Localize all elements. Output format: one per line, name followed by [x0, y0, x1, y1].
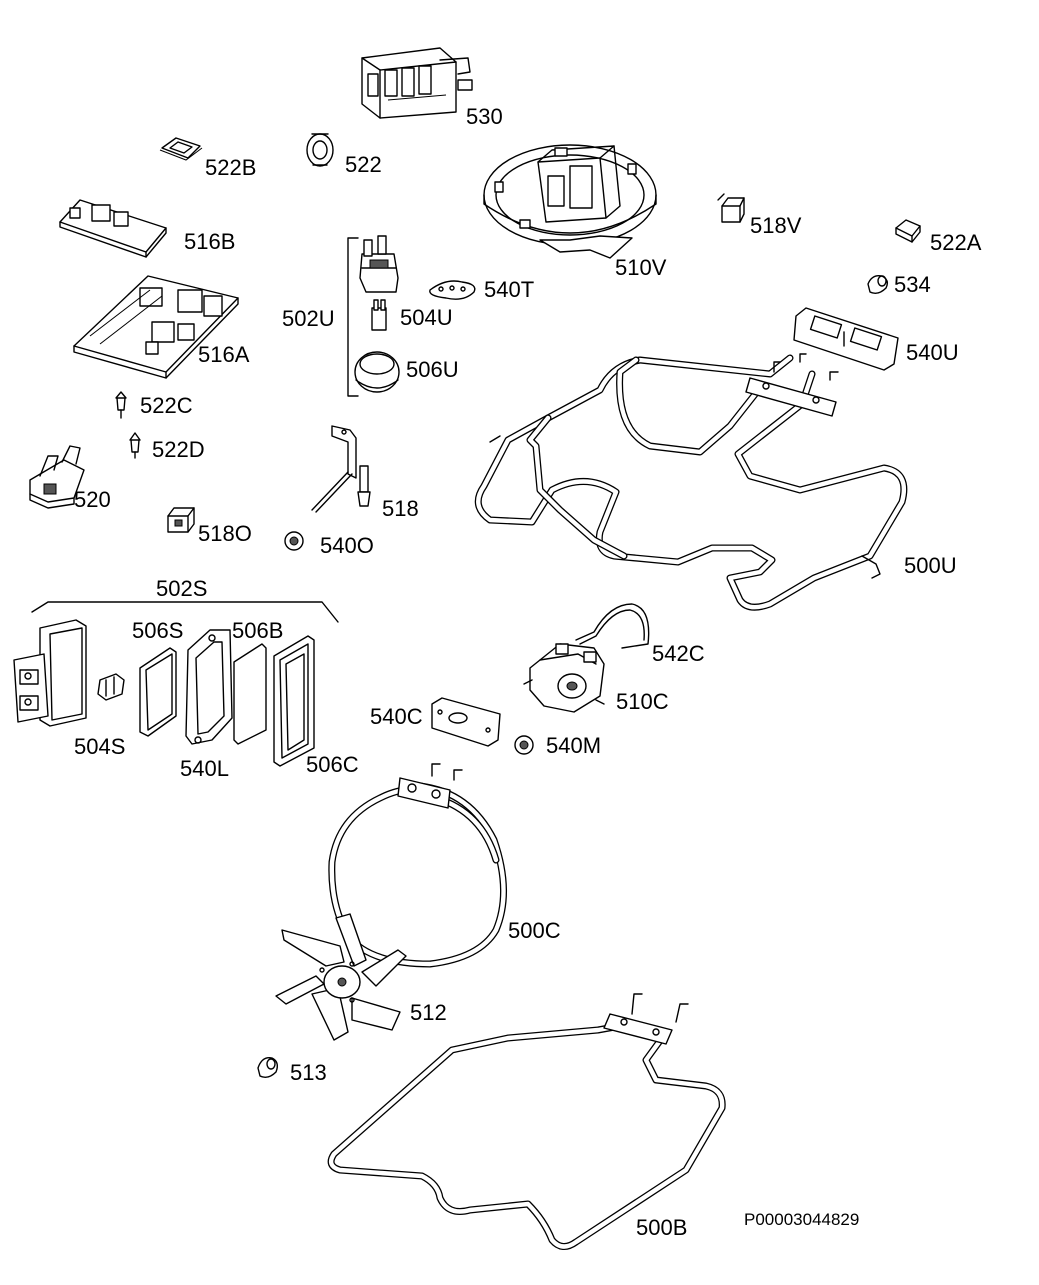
- part-522A-connector: [895, 219, 921, 243]
- label-540L: 540L: [180, 756, 229, 781]
- label-518: 518: [382, 496, 419, 521]
- label-506S: 506S: [132, 618, 183, 643]
- part-506C-cover: [273, 635, 315, 767]
- label-500B: 500B: [636, 1215, 687, 1240]
- label-530: 530: [466, 104, 503, 129]
- label-522A: 522A: [930, 230, 982, 255]
- label-502U: 502U: [282, 306, 335, 331]
- label-512: 512: [410, 1000, 447, 1025]
- part-506B-glass: [233, 643, 267, 745]
- part-500B-bottom-heating-element: [327, 993, 726, 1250]
- part-522B-chip: [159, 137, 203, 161]
- label-522D: 522D: [152, 437, 205, 462]
- label-540T: 540T: [484, 277, 534, 302]
- part-540O-washer: [284, 531, 304, 551]
- part-540L-gasket: [185, 629, 233, 745]
- part-502U-lamp-holder: [359, 235, 399, 293]
- label-513: 513: [290, 1060, 327, 1085]
- label-522B: 522B: [205, 155, 256, 180]
- label-540C: 540C: [370, 704, 423, 729]
- part-522C-pin: [115, 391, 127, 419]
- part-512-fan-blade: [275, 913, 407, 1041]
- part-534-knob: [867, 274, 889, 295]
- label-502S: 502S: [156, 576, 207, 601]
- label-542C: 542C: [652, 641, 705, 666]
- label-516B: 516B: [184, 229, 235, 254]
- part-530-relay-board: [361, 47, 473, 119]
- part-518O-thermostat: [167, 507, 195, 533]
- part-500U-top-heating-element: [474, 353, 908, 611]
- part-540C-gasket: [431, 697, 501, 747]
- part-518V-thermostat: [717, 193, 745, 223]
- label-520: 520: [74, 487, 111, 512]
- part-510V-fan-motor: [483, 144, 657, 259]
- label-506C: 506C: [306, 752, 359, 777]
- label-518O: 518O: [198, 521, 252, 546]
- part-516A-main-board: [73, 275, 239, 379]
- part-506S-lens: [139, 647, 177, 737]
- part-516B-board: [59, 199, 167, 258]
- label-540M: 540M: [546, 733, 601, 758]
- part-506U-lamp-glass: [354, 351, 400, 393]
- part-540M-washer: [514, 735, 534, 755]
- label-522C: 522C: [140, 393, 193, 418]
- label-504S: 504S: [74, 734, 125, 759]
- part-542C-wire: [575, 603, 650, 649]
- label-504U: 504U: [400, 305, 453, 330]
- part-522D-pin: [129, 432, 141, 459]
- drawing-code: P00003044829: [744, 1210, 859, 1229]
- label-534: 534: [894, 272, 931, 297]
- part-520-door-switch: [29, 445, 85, 509]
- label-540U: 540U: [906, 340, 959, 365]
- part-522-sensor: [306, 133, 334, 167]
- part-504U-socket: [371, 299, 387, 331]
- part-510C-convection-motor: [523, 643, 605, 713]
- part-513-nut: [257, 1057, 279, 1079]
- part-502U-bracket: [347, 237, 359, 397]
- part-504S-socket: [97, 673, 125, 701]
- part-518-thermal-sensor: [311, 425, 371, 513]
- label-522: 522: [345, 152, 382, 177]
- part-540U-gasket-plate: [793, 307, 899, 371]
- part-502S-lamp-housing: [13, 619, 87, 727]
- label-500U: 500U: [904, 553, 957, 578]
- label-540O: 540O: [320, 533, 374, 558]
- label-506B: 506B: [232, 618, 283, 643]
- label-506U: 506U: [406, 357, 459, 382]
- label-518V: 518V: [750, 213, 802, 238]
- label-510C: 510C: [616, 689, 669, 714]
- part-502S-bracket: [31, 601, 339, 623]
- label-500C: 500C: [508, 918, 561, 943]
- label-510V: 510V: [615, 255, 667, 280]
- label-516A: 516A: [198, 342, 250, 367]
- part-540T-gasket: [429, 280, 476, 300]
